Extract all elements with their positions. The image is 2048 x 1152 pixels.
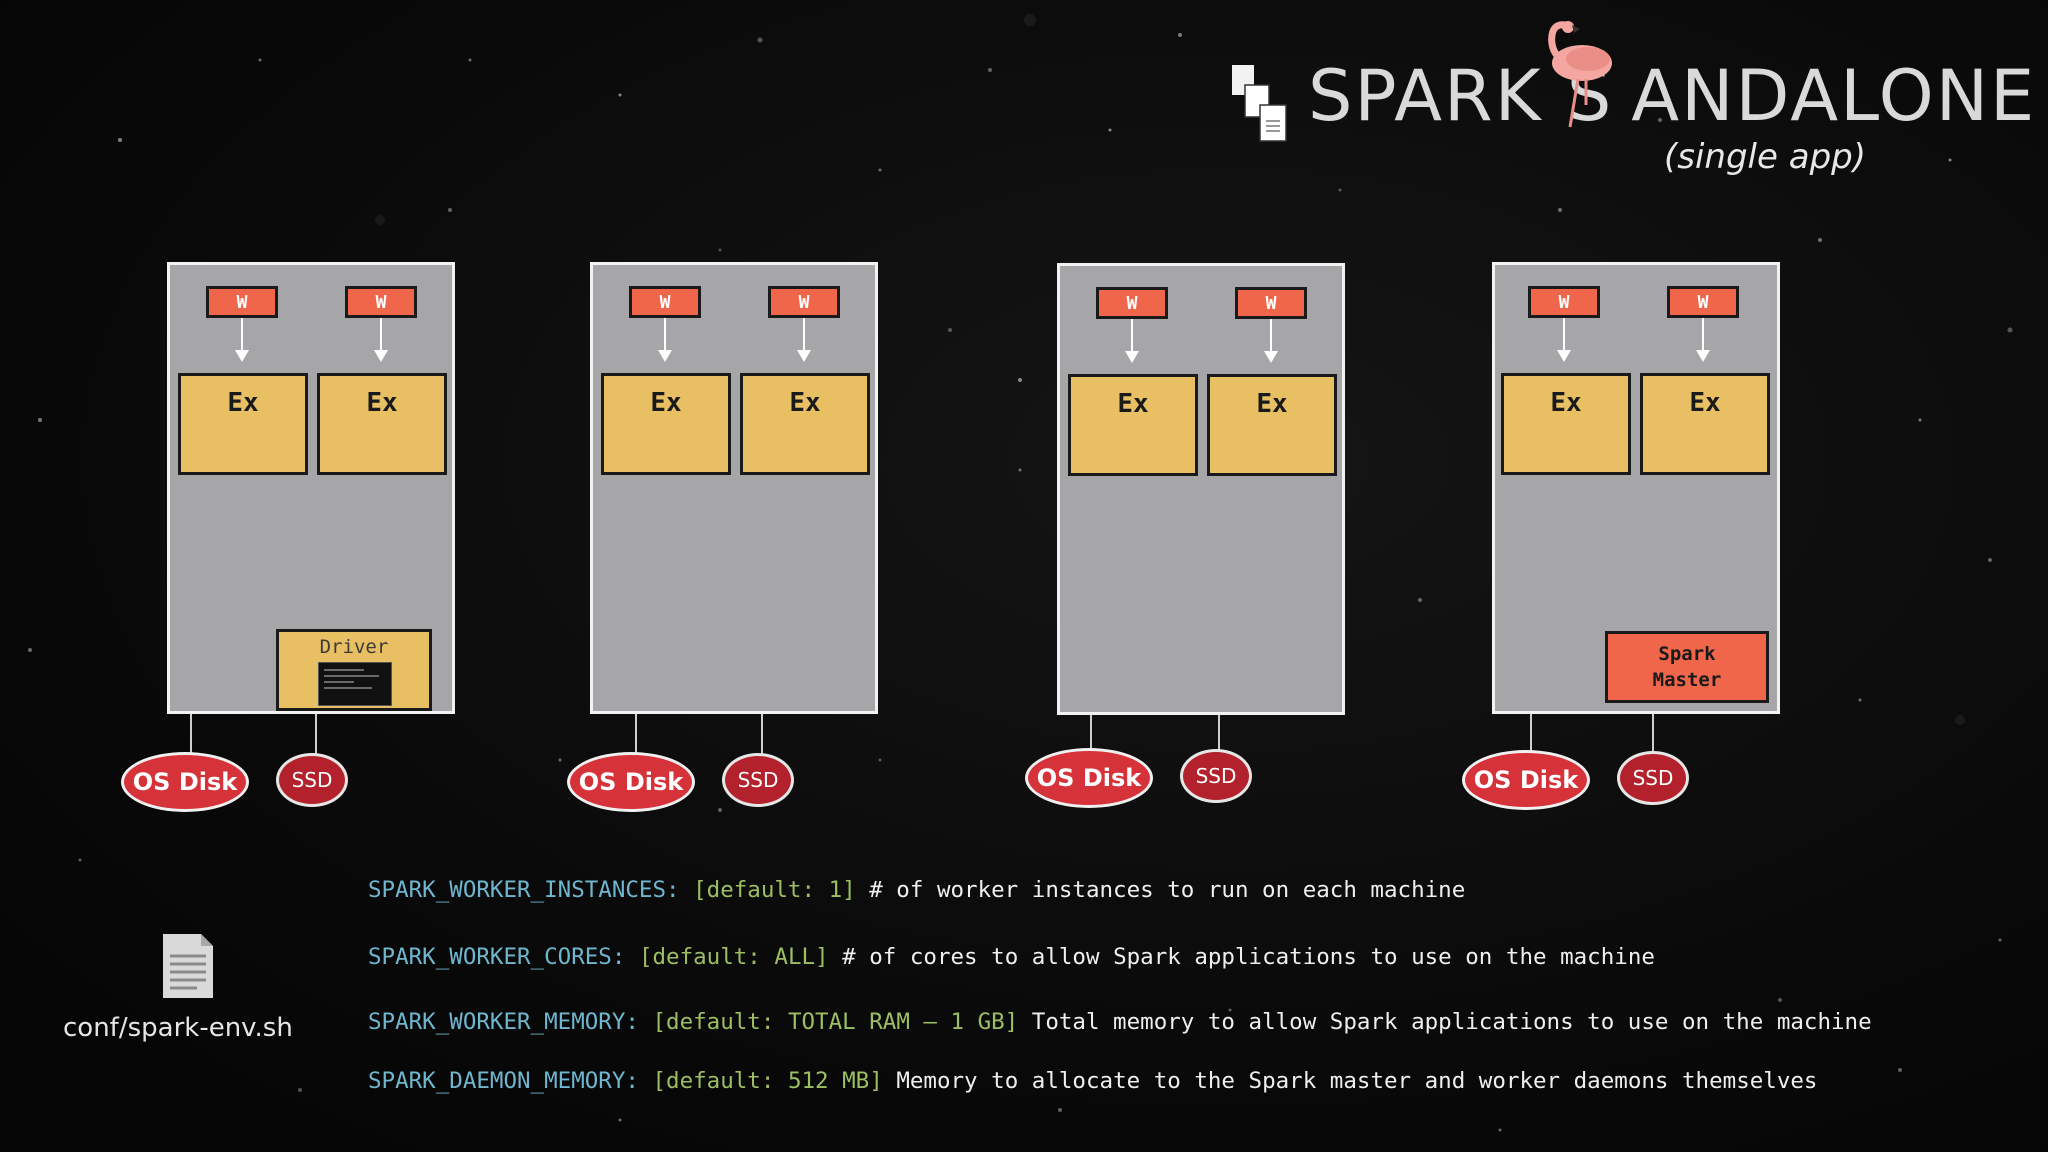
- disk-connector: [1218, 715, 1220, 753]
- os-disk: OS Disk: [1462, 750, 1590, 810]
- disk-connector: [1530, 714, 1532, 754]
- machine-4: W W Ex Ex Spark Master: [1492, 262, 1780, 714]
- worker-box: W: [1667, 286, 1739, 318]
- spark-master-box: Spark Master: [1605, 631, 1769, 703]
- config-line: SPARK_DAEMON_MEMORY: [default: 512 MB] M…: [368, 1068, 1817, 1094]
- worker-box: W: [1528, 286, 1600, 318]
- flamingo-icon: [1548, 21, 1612, 128]
- machine-2: W W Ex Ex: [590, 262, 878, 714]
- disk-connector: [315, 714, 317, 756]
- ssd-disk: SSD: [1180, 749, 1252, 803]
- arrow-icon: [1557, 318, 1571, 362]
- executor-box: Ex: [1501, 373, 1631, 475]
- config-name: SPARK_WORKER_CORES:: [368, 944, 626, 970]
- arrow-icon: [1125, 319, 1139, 363]
- worker-box: W: [629, 286, 701, 318]
- spark-master-line1: Spark: [1658, 643, 1716, 665]
- config-line: SPARK_WORKER_MEMORY: [default: TOTAL RAM…: [368, 1009, 1872, 1035]
- config-description: Memory to allocate to the Spark master a…: [896, 1068, 1818, 1094]
- worker-box: W: [1235, 287, 1307, 319]
- config-name: SPARK_WORKER_MEMORY:: [368, 1009, 639, 1035]
- spark-master-line2: Master: [1652, 669, 1722, 691]
- arrow-icon: [235, 318, 249, 362]
- config-file-label: conf/spark-env.sh: [63, 1013, 293, 1043]
- config-description: # of worker instances to run on each mac…: [869, 877, 1466, 903]
- driver-label: Driver: [319, 636, 389, 658]
- worker-box: W: [768, 286, 840, 318]
- config-line: SPARK_WORKER_INSTANCES: [default: 1] # o…: [368, 877, 1465, 903]
- os-disk: OS Disk: [1025, 748, 1153, 808]
- ssd-disk: SSD: [276, 753, 348, 807]
- os-disk: OS Disk: [121, 752, 249, 812]
- executor-box: Ex: [1068, 374, 1198, 476]
- arrow-icon: [1696, 318, 1710, 362]
- disk-connector: [1652, 714, 1654, 754]
- executor-box: Ex: [317, 373, 447, 475]
- config-default: [default: 1]: [693, 877, 856, 903]
- terminal-icon: [318, 662, 392, 706]
- os-disk: OS Disk: [567, 752, 695, 812]
- disk-connector: [761, 714, 763, 756]
- config-description: # of cores to allow Spark applications t…: [842, 944, 1655, 970]
- driver-box: Driver: [276, 629, 432, 711]
- arrow-icon: [1264, 319, 1278, 363]
- executor-box: Ex: [740, 373, 870, 475]
- worker-box: W: [345, 286, 417, 318]
- machine-3: W W Ex Ex: [1057, 263, 1345, 715]
- config-name: SPARK_WORKER_INSTANCES:: [368, 877, 680, 903]
- config-default: [default: 512 MB]: [652, 1068, 883, 1094]
- config-default: [default: ALL]: [638, 944, 829, 970]
- executor-box: Ex: [601, 373, 731, 475]
- arrow-icon: [658, 318, 672, 362]
- machine-1: W W Ex Ex Driver: [167, 262, 455, 714]
- disk-connector: [635, 714, 637, 756]
- executor-box: Ex: [1207, 374, 1337, 476]
- ssd-disk: SSD: [1617, 751, 1689, 805]
- config-description: Total memory to allow Spark applications…: [1031, 1009, 1872, 1035]
- documents-icon: [1232, 65, 1287, 142]
- worker-box: W: [206, 286, 278, 318]
- arrow-icon: [374, 318, 388, 362]
- executor-box: Ex: [1640, 373, 1770, 475]
- file-icon: [163, 934, 213, 998]
- arrow-icon: [797, 318, 811, 362]
- config-default: [default: TOTAL RAM – 1 GB]: [652, 1009, 1019, 1035]
- disk-connector: [190, 714, 192, 756]
- page-subtitle: (single app): [1664, 137, 1866, 177]
- config-name: SPARK_DAEMON_MEMORY:: [368, 1068, 639, 1094]
- disk-connector: [1090, 715, 1092, 753]
- ssd-disk: SSD: [722, 753, 794, 807]
- config-line: SPARK_WORKER_CORES: [default: ALL] # of …: [368, 944, 1655, 970]
- worker-box: W: [1096, 287, 1168, 319]
- executor-box: Ex: [178, 373, 308, 475]
